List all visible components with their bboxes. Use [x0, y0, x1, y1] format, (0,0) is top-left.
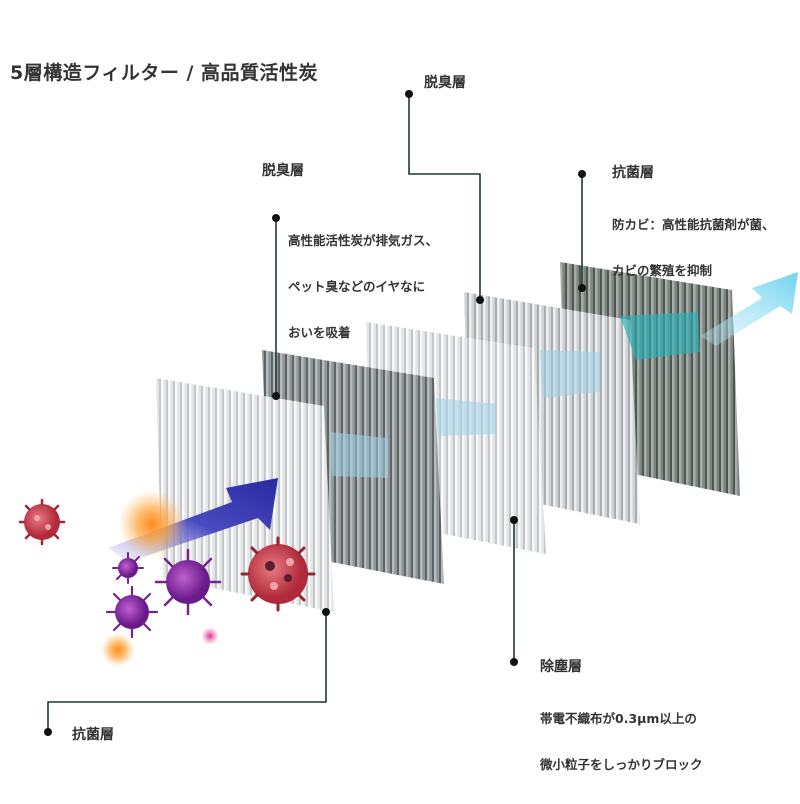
desc-line: 防カビ：高性能抗菌剤が菌、 — [612, 217, 775, 232]
airflow-box — [436, 398, 496, 436]
desc-line: カビの繁殖を抑制 — [612, 263, 713, 278]
desc-dust: 帯電不織布が0.3μm以上の 微小粒子をしっかりブロック — [540, 684, 703, 799]
virus-purple-large — [154, 548, 222, 616]
clean-air-arrow — [700, 272, 798, 346]
dust-particle — [118, 490, 186, 558]
virus-purple-medium — [105, 585, 159, 639]
desc-deodor-mid: 高性能活性炭が排気ガス、 ペット臭などのイヤなに おいを吸着 — [288, 206, 438, 367]
virus-red-small — [18, 498, 66, 546]
label-antibac-right: 抗菌層 — [612, 165, 654, 181]
diagram-title: 5層構造フィルター / 高品質活性炭 — [10, 62, 319, 84]
airflow-box — [620, 312, 700, 360]
leader-line-deodor-top — [408, 94, 481, 300]
label-deodor-mid: 脱臭層 — [262, 163, 304, 179]
pollen-particle — [201, 627, 219, 645]
virus-red-large — [240, 536, 316, 612]
desc-line: 微小粒子をしっかりブロック — [540, 757, 703, 772]
dust-particle — [101, 633, 135, 667]
desc-line: おいを吸着 — [288, 325, 351, 340]
airflow-box — [540, 350, 600, 398]
desc-line: 帯電不織布が0.3μm以上の — [540, 711, 697, 726]
label-antibac-left: 抗菌層 — [72, 727, 114, 743]
virus-purple-small — [112, 552, 144, 584]
label-deodor-top: 脱臭層 — [424, 75, 466, 91]
desc-antibac-right: 防カビ：高性能抗菌剤が菌、 カビの繁殖を抑制 — [612, 190, 775, 305]
leader-line-antibac-left — [47, 612, 327, 732]
airflow-box — [330, 432, 388, 478]
label-dust: 除塵層 — [540, 659, 582, 675]
leader-dots — [44, 90, 586, 736]
desc-line: ペット臭などのイヤなに — [288, 279, 426, 294]
desc-line: 高性能活性炭が排気ガス、 — [288, 233, 439, 248]
